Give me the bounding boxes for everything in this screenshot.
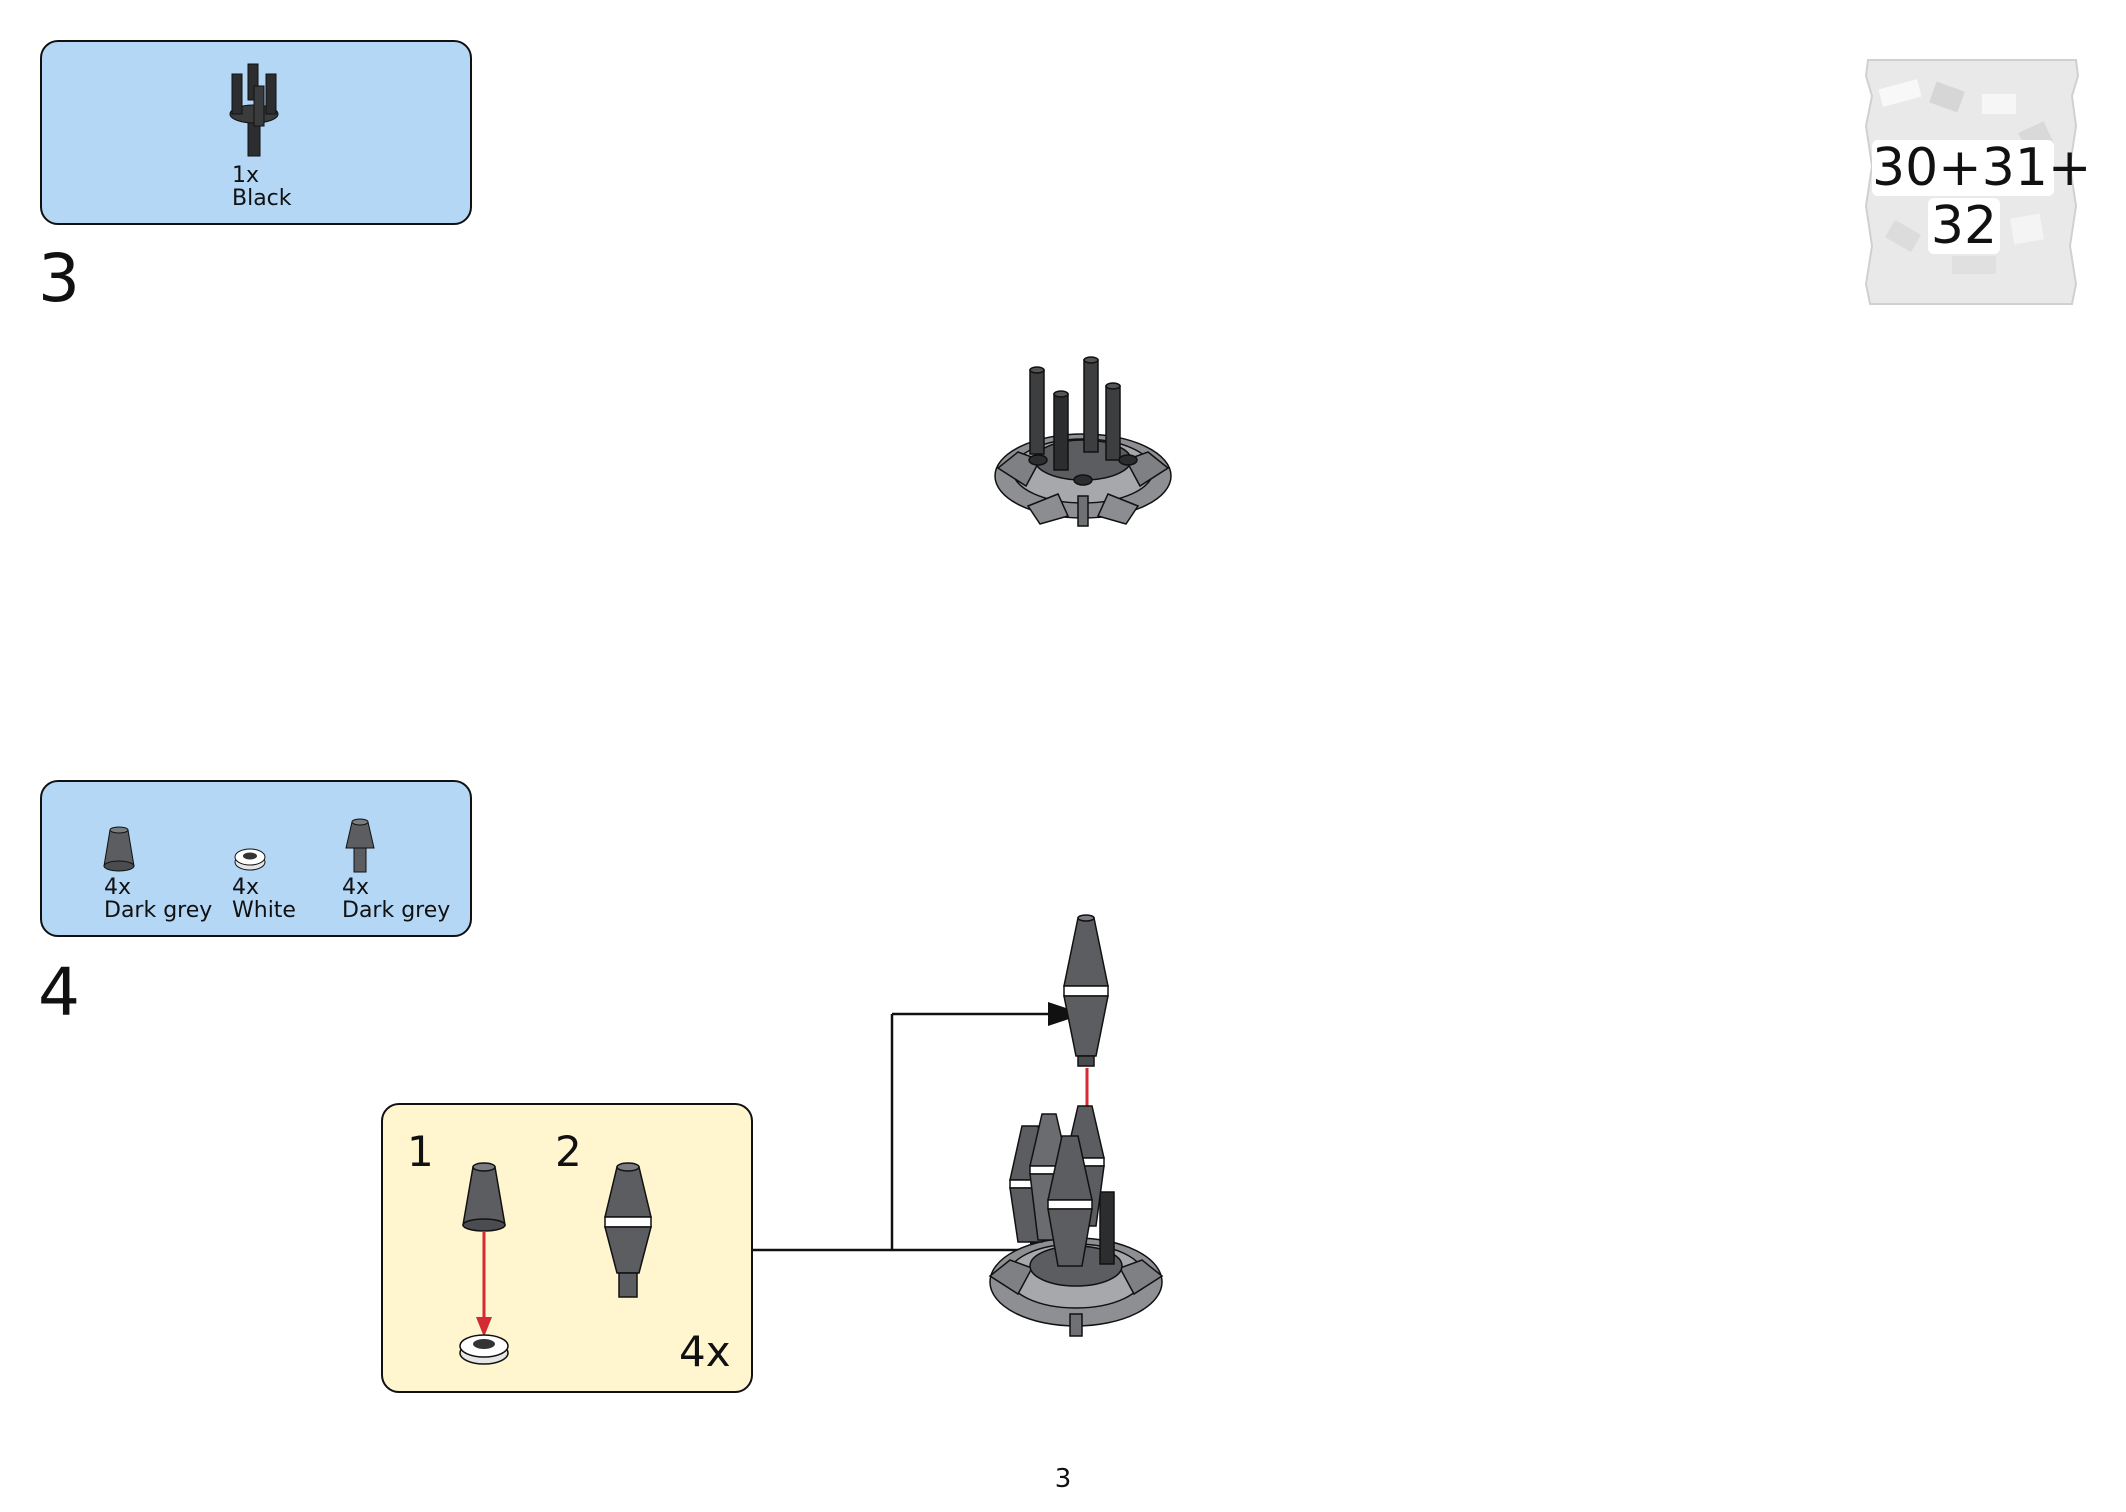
step-4-substep-callout: 1 2 4x <box>381 1103 753 1393</box>
page-number: 3 <box>1054 1464 1072 1494</box>
part-label-dark-grey-cone: 4x Dark grey <box>104 876 212 922</box>
part-qty: 4x <box>104 875 132 900</box>
substep-multiplier: 4x <box>679 1327 731 1376</box>
part-color: White <box>232 898 296 923</box>
step-4-model-illustration <box>988 914 1164 1337</box>
part-qty: 4x <box>342 875 370 900</box>
part-qty: 4x <box>232 875 260 900</box>
substep-1-illustration <box>459 1162 509 1365</box>
part-qty: 1x <box>232 163 260 188</box>
black-quad-stick-icon <box>229 63 279 157</box>
step-number-3: 3 <box>38 240 80 317</box>
substep-number-2: 2 <box>555 1127 582 1176</box>
part-color: Black <box>232 186 292 211</box>
part-label-white-round-plate: 4x White <box>232 876 296 922</box>
white-round-plate-icon <box>234 848 266 871</box>
step-3-parts-list: 1x Black <box>40 40 472 225</box>
part-label-dark-grey-tall-cone: 4x Dark grey <box>342 876 450 922</box>
substep-2-illustration <box>604 1162 652 1298</box>
bag-indicator: 30+31+ 32 <box>1862 56 2091 308</box>
bag-number-line-2: 32 <box>1928 198 2000 254</box>
dark-grey-tall-cone-icon <box>345 818 375 873</box>
part-label-black-quad-stick: 1x Black <box>232 164 292 210</box>
part-color: Dark grey <box>342 898 451 923</box>
part-color: Dark grey <box>104 898 213 923</box>
substep-number-1: 1 <box>407 1127 434 1176</box>
step-number-4: 4 <box>38 954 80 1031</box>
step-3-model-illustration <box>994 356 1172 527</box>
dark-grey-cone-icon <box>103 826 135 872</box>
step-4-parts-list: 4x Dark grey 4x White 4x Dark grey <box>40 780 472 937</box>
